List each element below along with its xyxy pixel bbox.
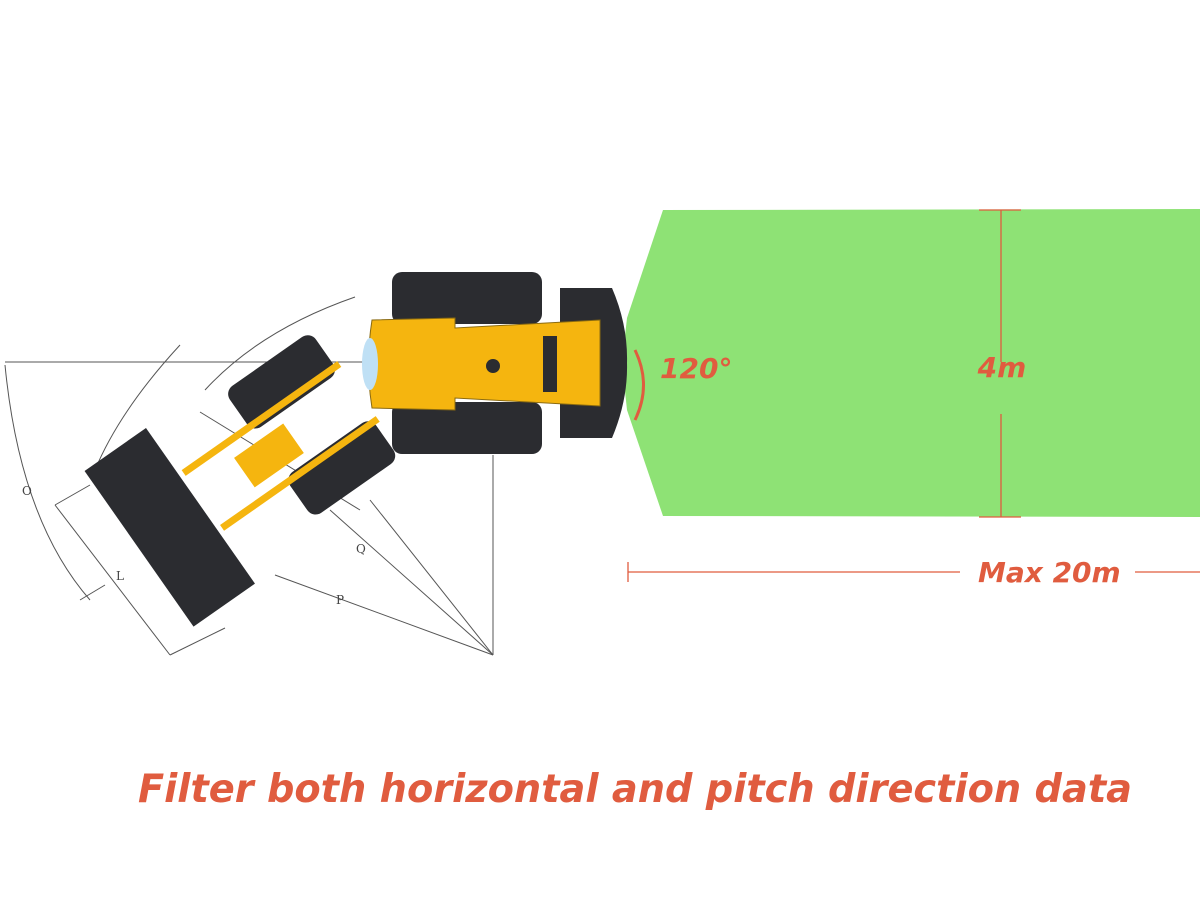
caption: Filter both horizontal and pitch directi… (138, 767, 1132, 812)
cab-body (368, 317, 601, 411)
angle-label: 120° (660, 352, 732, 385)
dimension-letter-p: P (336, 593, 344, 607)
dimension-letter-q: Q (356, 542, 366, 556)
detection-zone (622, 209, 1200, 517)
dimension-lines (4, 296, 494, 656)
loader-linkage (234, 423, 304, 488)
dimension-letter-o: O (22, 484, 32, 498)
loader-front (84, 335, 396, 627)
dimension-letter-l: L (116, 569, 124, 583)
bucket (84, 427, 255, 627)
front-tire-top (228, 335, 335, 429)
engine-hatch (486, 359, 500, 373)
rear-tire-top (392, 272, 542, 324)
cab-window (362, 338, 378, 390)
loader-rear (362, 272, 628, 454)
range-label: Max 20m (978, 556, 1121, 589)
loader-arm-bottom (220, 416, 380, 531)
width-label: 4m (977, 351, 1027, 384)
angle-arc-icon (633, 349, 645, 421)
loader-arm-top (181, 361, 342, 476)
range-dimension (627, 562, 1200, 582)
rear-tire-bottom (392, 402, 542, 454)
width-dimension (979, 209, 1021, 518)
exhaust-vent (543, 336, 557, 392)
front-tire-bottom (288, 421, 396, 515)
